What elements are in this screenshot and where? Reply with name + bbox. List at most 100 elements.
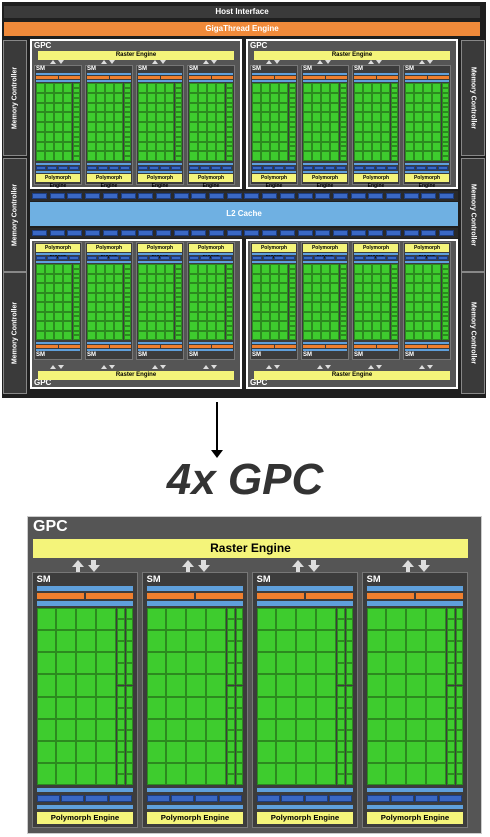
cuda-core [114,112,124,122]
detail-sm-1-up-arrow-icon [72,560,84,567]
cuda-core [363,141,373,152]
detail-sm-1-ld-st-unit [117,630,125,642]
detail-sm-2-sfu-unit [236,663,244,675]
arrow-down-icon [376,365,382,369]
cuda-core [63,112,73,122]
crossbar-segment [279,193,295,199]
cuda-core [432,292,442,302]
cuda-core [405,273,415,283]
crossbar-segment [67,193,83,199]
cuda-core [330,283,340,293]
detail-sm-2-cuda-core [166,608,187,631]
warp-scheduler [252,345,274,348]
sfu-unit [391,122,398,127]
detail-sm-3-cuda-core [276,630,297,653]
cuda-core [252,83,262,93]
sfu-unit [73,325,80,331]
polymorph-engine: Polymorph Engine [252,244,296,259]
polymorph-engine: Polymorph Engine [36,174,80,189]
detail-sm-3-cuda-core [276,740,297,763]
cuda-core [165,292,175,302]
sfu-unit [391,117,398,122]
arrow-up-icon [266,60,272,64]
cuda-core [54,264,64,274]
cuda-core [138,273,148,283]
sfu-unit [73,136,80,142]
polymorph-engine: Polymorph Engine [405,174,449,189]
cuda-core [45,112,55,122]
detail-sm-3-cuda-core [256,718,277,741]
cuda-core [372,321,382,331]
cuda-core [279,131,289,142]
cuda-core [156,122,166,132]
warp-scheduler [354,345,376,348]
detail-sm-3-cuda-core [256,652,277,675]
detail-sm-4-cuda-core [386,762,407,785]
detail-sm-1-cuda-core [96,674,116,697]
detail-sm-4-sfu-unit [456,696,464,708]
detail-sm-2-polymorph-engine: Polymorph Engine [146,811,244,825]
cuda-core [96,141,106,152]
arrow-up-icon [101,365,107,369]
cuda-core [63,92,73,103]
detail-sm-4-cuda-core [386,674,407,697]
detail-sm-2-ld-st-unit [227,674,235,686]
detail-sm-4-cuda-core [386,608,407,631]
cuda-core [405,151,415,161]
memory-controller-right-3: Memory Controller [461,272,485,394]
crossbar-segment [350,230,366,236]
sfu-unit [124,87,131,93]
detail-sm-2-ld-st-unit [227,608,235,620]
register-file [189,80,233,82]
sfu-unit [175,306,182,312]
shared-memory-block [98,256,108,260]
sfu-unit [124,131,131,137]
cuda-core [414,141,424,152]
cuda-core [45,92,55,103]
cuda-core [330,302,340,312]
cuda-core [279,283,289,293]
texture-cache [36,253,80,255]
cuda-core [414,283,424,293]
cuda-core [45,141,55,152]
sfu-unit [175,316,182,321]
sfu-unit [226,306,233,312]
sfu-unit [340,131,347,137]
warp-scheduler [189,345,211,348]
detail-sm-4-cuda-core [406,652,427,675]
arrow-down-icon [325,60,331,64]
sfu-unit [175,311,182,317]
cuda-core [87,92,97,103]
sfu-unit [226,112,233,118]
cuda-core [198,122,208,132]
detail-sm-2-ld-st-unit [227,773,235,785]
cuda-core [54,311,64,321]
cuda-core [363,330,373,340]
sfu-unit [289,297,296,302]
detail-sm-4-shared-memory-block [439,794,463,803]
shared-memory-block [252,256,262,260]
cuda-core [252,283,262,293]
shared-memory-block [58,166,68,170]
cuda-core [165,311,175,321]
sfu-unit [73,112,80,118]
cuda-core [165,283,175,293]
detail-sm-2-down-arrow-icon [197,565,210,573]
sfu-unit [175,321,182,326]
sfu-unit [340,122,347,127]
cuda-core [105,273,115,283]
cuda-core [279,311,289,321]
detail-sm-2-cuda-core [186,718,207,741]
sfu-unit [124,273,131,279]
sfu-unit [442,102,449,108]
cuda-core [414,112,424,122]
crossbar-segment [332,230,348,236]
crossbar-segment [173,193,189,199]
sfu-unit [226,151,233,157]
detail-sm-1-cuda-core [36,652,57,675]
shared-memory-block [138,166,148,170]
detail-sm-1-down-arrow-stem [91,560,96,566]
sfu-unit [226,131,233,137]
sfu-unit [175,278,182,283]
cuda-core [54,122,64,132]
